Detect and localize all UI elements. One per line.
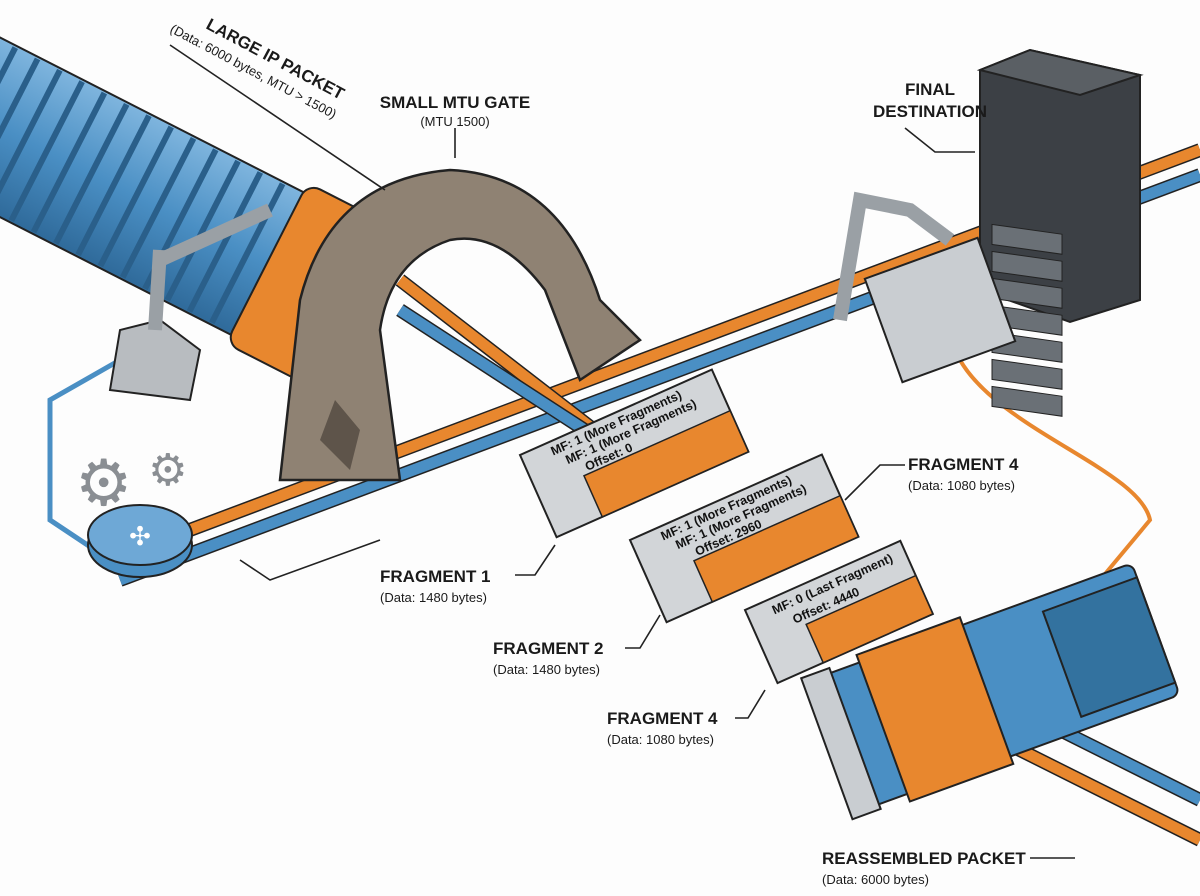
callout-lines xyxy=(169,44,1075,859)
tube-rib xyxy=(75,114,152,257)
svg-text:⚙: ⚙ xyxy=(148,445,187,496)
svg-text:✣: ✣ xyxy=(129,522,151,552)
tube-rib xyxy=(164,159,241,302)
tube-rib xyxy=(30,91,108,234)
destination-title-line-2: DESTINATION xyxy=(873,102,987,121)
rack-unit xyxy=(991,223,1063,255)
server-rack-icon xyxy=(976,48,1144,417)
fragment-1-title: FRAGMENT 1 xyxy=(380,567,491,586)
rack-unit xyxy=(991,385,1063,417)
destination-title-line-1: FINAL xyxy=(905,80,955,99)
destination-robot-arm-icon xyxy=(833,191,1017,384)
tube-rib xyxy=(120,137,197,279)
fragment-2-title: FRAGMENT 2 xyxy=(493,639,604,658)
fragment-2-detail: (Data: 1480 bytes) xyxy=(493,662,600,677)
tube-rib xyxy=(0,57,41,200)
mtu-gate-title: SMALL MTU GATE xyxy=(380,93,530,112)
fragment-1-detail: (Data: 1480 bytes) xyxy=(380,590,487,605)
tube-rib xyxy=(0,68,63,211)
fragment-3-title: FRAGMENT 4 xyxy=(607,709,718,728)
tube-rib xyxy=(97,125,174,268)
router-icon: ✣ xyxy=(87,504,193,578)
tube-rib xyxy=(186,171,263,313)
fragment-3-detail: (Data: 1080 bytes) xyxy=(607,732,714,747)
svg-text:⚙: ⚙ xyxy=(75,447,132,521)
fragment-4-title: FRAGMENT 4 xyxy=(908,455,1019,474)
robot-arm-icon xyxy=(108,203,273,402)
mtu-gate-detail: (MTU 1500) xyxy=(420,114,489,129)
reassembled-title: REASSEMBLED PACKET xyxy=(822,849,1026,868)
tube-rib xyxy=(8,80,85,223)
rack-unit xyxy=(991,250,1063,282)
gear-icon: ⚙ ⚙ xyxy=(75,445,187,521)
reassembled-packet-block xyxy=(799,564,1179,821)
rack-unit xyxy=(991,358,1063,390)
fragment-4-detail: (Data: 1080 bytes) xyxy=(908,478,1015,493)
tube-rib xyxy=(53,102,130,245)
reassembled-detail: (Data: 6000 bytes) xyxy=(822,872,929,887)
stone-arch-icon xyxy=(278,168,642,482)
